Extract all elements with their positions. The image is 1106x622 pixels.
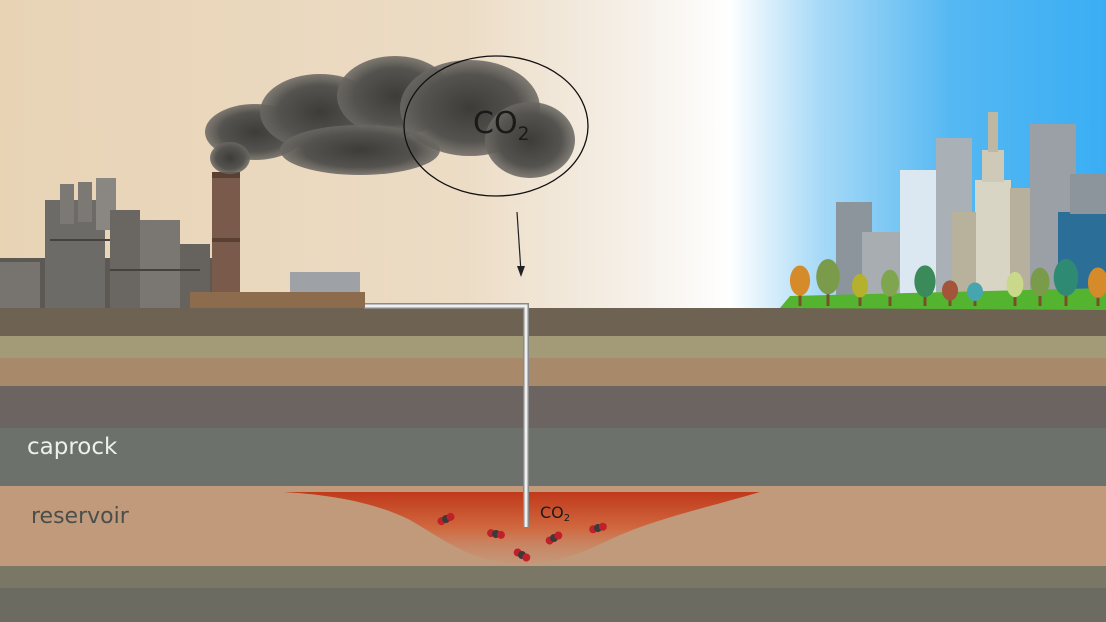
co2-molecule-icon [545, 531, 563, 545]
down-arrow-icon [516, 211, 525, 277]
co2-reservoir-label: CO2 [540, 503, 571, 525]
rock-layer-3 [0, 358, 1106, 386]
tree-icon [1030, 267, 1050, 306]
surface-layer [0, 308, 1106, 336]
rock-layer-2 [0, 336, 1106, 358]
tree-icon [1087, 267, 1106, 306]
co2-molecule-icon [513, 548, 531, 562]
reservoir-label: reservoir [31, 504, 129, 529]
tree-icon [1006, 271, 1024, 306]
injection-pipe [364, 303, 529, 527]
tree-icon [942, 280, 958, 306]
caprock-layer [0, 428, 1106, 486]
co2-molecule-icon [487, 529, 505, 539]
tree-icon [816, 259, 840, 306]
co2-cloud-label: CO2 [473, 106, 529, 145]
co2-reservoir-label-subscript: 2 [563, 513, 571, 525]
co2-cloud-label-subscript: 2 [517, 123, 530, 145]
factory-icon [0, 172, 365, 308]
tree-icon [914, 265, 936, 306]
tree-icon [967, 282, 983, 306]
co2-molecule-icon [437, 512, 455, 526]
rock-layers [0, 308, 1106, 622]
co2-highlight-circle [403, 55, 589, 197]
caprock-label: caprock [27, 434, 118, 460]
co2-cloud-label-main: CO [473, 106, 518, 141]
co2-reservoir-label-main: CO [540, 503, 564, 522]
co2-molecule-icon [589, 522, 607, 534]
smoke-cloud-icon [205, 56, 575, 178]
tree-row [789, 258, 1106, 306]
co2-molecules [437, 512, 607, 562]
co2-plume [283, 492, 760, 564]
tree-icon [852, 274, 868, 306]
tree-icon [789, 265, 811, 306]
rock-layer-7 [0, 566, 1106, 588]
rock-layer-4 [0, 386, 1106, 428]
rock-layer-8 [0, 588, 1106, 622]
tree-icon [881, 269, 899, 306]
tree-icon [1053, 258, 1079, 306]
